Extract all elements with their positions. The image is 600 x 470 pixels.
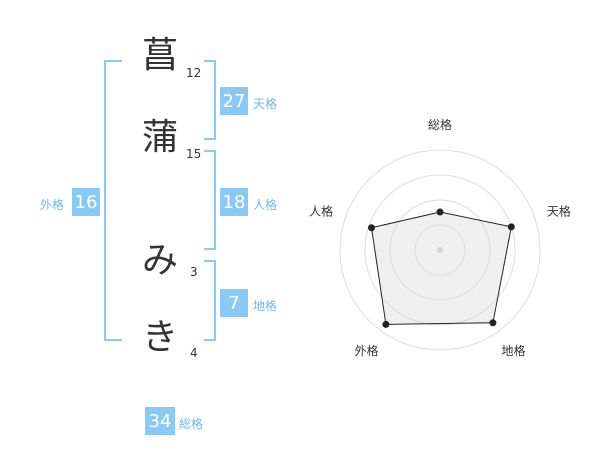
gaikaku-bracket [104,60,122,341]
radar-axis-label-4: 外格 [355,343,379,358]
radar-axis-label-2: 天格 [547,203,571,218]
tenkaku-value: 27 [220,87,248,115]
stroke-count-2: 15 [186,147,202,161]
soukaku-value: 34 [145,407,175,435]
radar-center [437,247,443,253]
radar-grid-ring [389,199,491,301]
name-char-3: み [142,240,179,281]
tenkaku-bracket [204,60,216,140]
stroke-count-1: 12 [186,66,202,80]
stroke-count-3: 3 [190,265,198,279]
radar-point-1 [436,208,444,216]
radar-grid-ring [364,174,516,326]
jinkaku-bracket [204,150,216,250]
radar-area [370,211,512,325]
radar-axis-label-1: 総格 [428,117,452,132]
gaikaku-label: 外格 [40,198,65,212]
name-char-4: き [142,317,179,358]
chikaku-value: 7 [220,289,248,317]
name-char-1: 菖 [142,35,179,76]
jinkaku-value: 18 [220,188,248,216]
radar-axis-label-3: 地格 [501,343,525,358]
radar-point-4 [382,320,390,328]
chikaku-bracket [204,260,216,341]
jinkaku-label: 人格 [253,198,278,212]
chikaku-label: 地格 [253,299,278,313]
radar-point-5 [368,224,376,232]
radar-point-3 [489,319,497,327]
name-char-2: 蒲 [142,117,179,158]
gaikaku-value: 16 [72,188,100,216]
radar-grid-ring [414,224,466,276]
radar-grid-ring [339,149,541,351]
tenkaku-label: 天格 [253,97,278,111]
radar-point-2 [507,223,515,231]
stroke-count-4: 4 [190,346,198,360]
radar-axis-label-5: 人格 [309,203,333,218]
soukaku-label: 総格 [179,417,204,431]
